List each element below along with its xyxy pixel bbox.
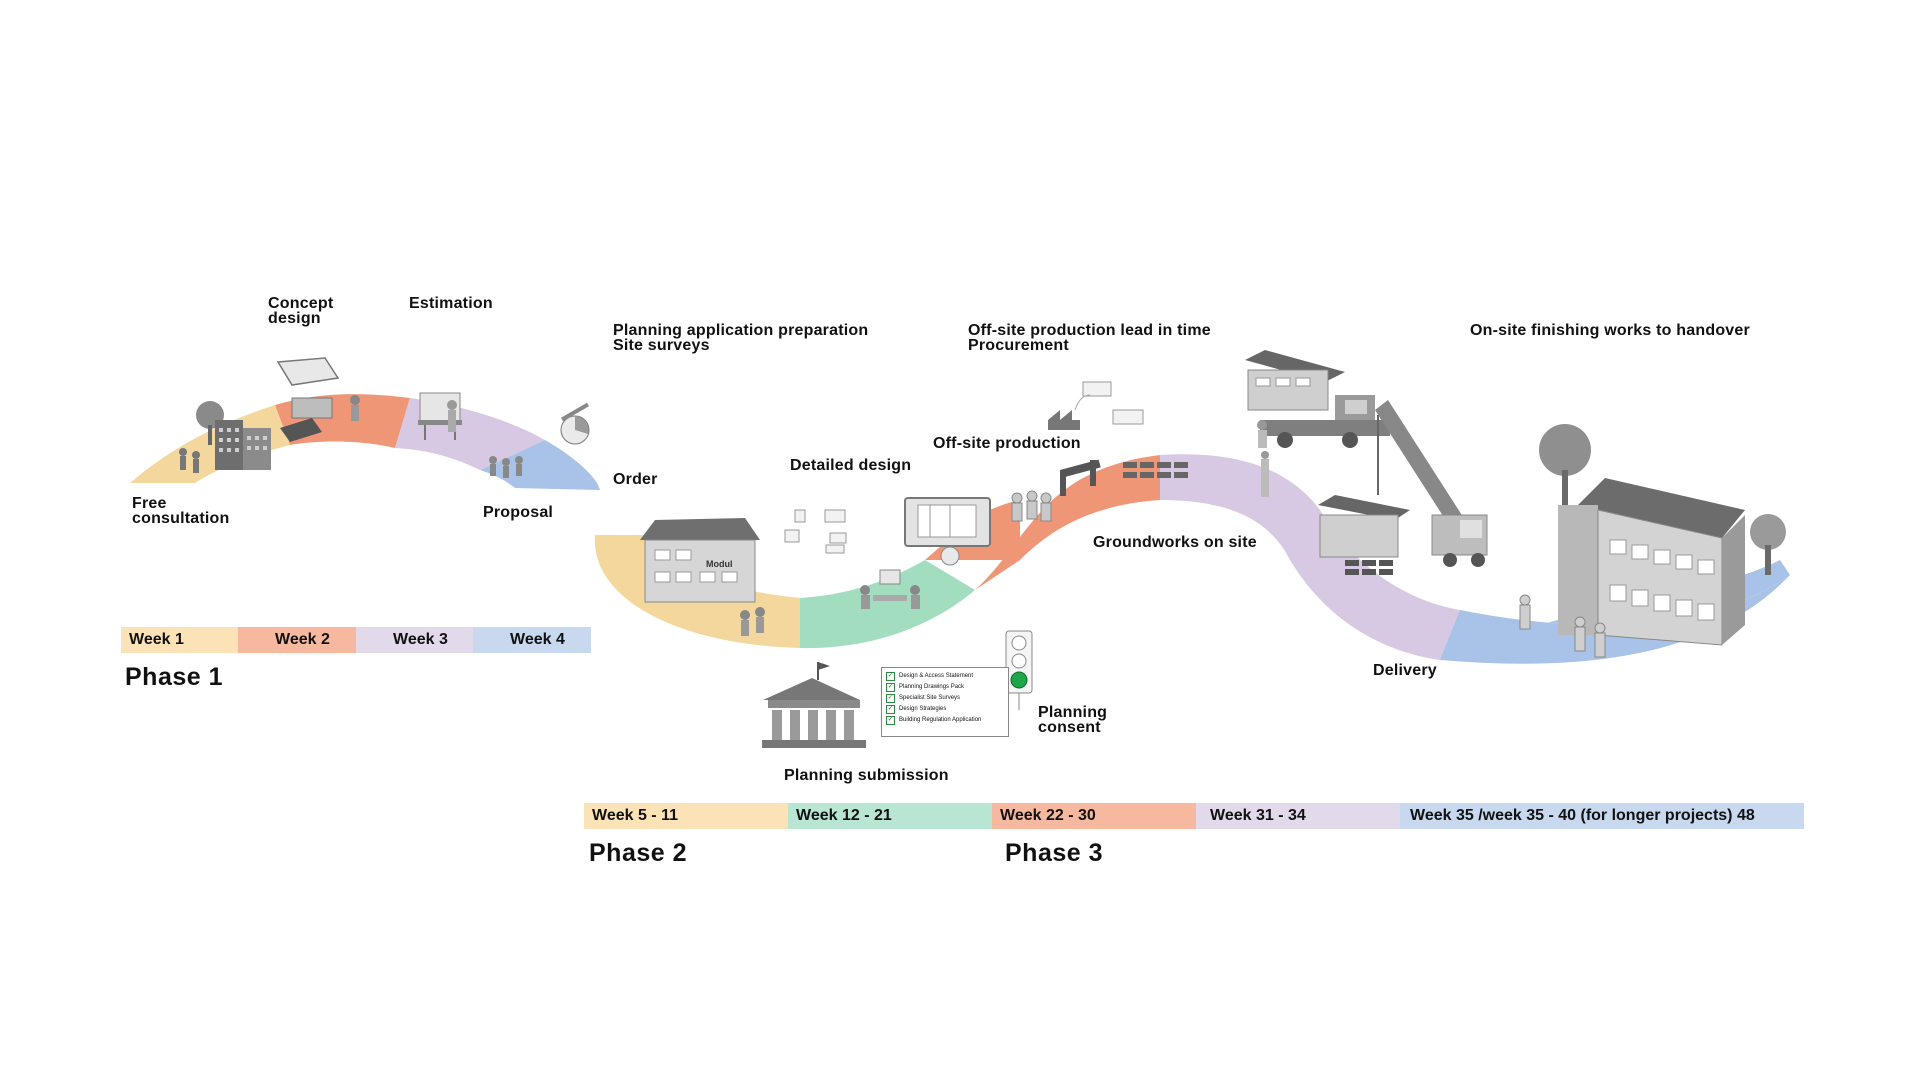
- planning-submission-label: Planning submission: [784, 767, 949, 784]
- week-cell: Week 12 - 21: [788, 803, 992, 829]
- order-label: Order: [613, 471, 658, 488]
- checklist-icon: ✓Design & Access Statement ✓Planning Dra…: [881, 667, 1009, 737]
- phase3-title: Phase 3: [1005, 839, 1104, 867]
- town-hall-icon: [762, 662, 866, 748]
- phase1-week-bar: Week 1 Week 2 Week 3 Week 4: [121, 627, 591, 653]
- tree-icon: [1539, 424, 1786, 575]
- offsite-production-label: Off-site production: [933, 435, 1081, 452]
- week-cell: Week 3: [356, 627, 473, 653]
- planning-prep-label: Planning application preparation Site su…: [613, 322, 869, 354]
- drawing-board-icon: [276, 357, 360, 442]
- week-cell: Week 31 - 34: [1196, 803, 1400, 829]
- building-icon: [215, 420, 271, 470]
- checklist-item: ✓Building Regulation Application: [886, 716, 982, 725]
- people-icon: [179, 448, 200, 473]
- house-sign: Modul: [706, 559, 733, 569]
- week-cell: Week 35 /week 35 - 40 (for longer projec…: [1400, 803, 1804, 829]
- estimation-label: Estimation: [409, 295, 493, 312]
- house-icon: [1558, 478, 1745, 646]
- week-cell: Week 4: [473, 627, 591, 653]
- week-cell: Week 2: [238, 627, 356, 653]
- concept-design-label: Concept design: [268, 295, 334, 327]
- people-icon: [1011, 490, 1052, 522]
- people-icon: [489, 456, 523, 478]
- phase2-title: Phase 2: [589, 839, 688, 867]
- week-cell: Week 1: [121, 627, 238, 653]
- traffic-light-icon: [1005, 630, 1033, 710]
- crane-icon: [1375, 400, 1488, 567]
- people-icon: [1261, 451, 1269, 497]
- detailed-design-label: Detailed design: [790, 457, 912, 474]
- checklist-item: ✓Design Strategies: [886, 705, 947, 714]
- blueprint-icon: [904, 497, 991, 566]
- proposal-label: Proposal: [483, 504, 554, 521]
- checklist-item: ✓Design & Access Statement: [886, 672, 974, 681]
- people-icon: [1519, 594, 1606, 658]
- estimation-icon: [418, 392, 462, 440]
- factory-icon: [1048, 381, 1144, 430]
- people-icon: [1257, 420, 1267, 448]
- chart-icon: [560, 402, 590, 445]
- module-icon: [1123, 462, 1188, 478]
- checklist-item: ✓Planning Drawings Pack: [886, 683, 965, 692]
- people-icon: [860, 569, 920, 609]
- week-cell: Week 22 - 30: [992, 803, 1196, 829]
- week-cell: Week 5 - 11: [584, 803, 788, 829]
- onsite-finishing-label: On-site finishing works to handover: [1470, 322, 1750, 339]
- crane-small-icon: [1060, 459, 1101, 496]
- phase23-week-bar: Week 5 - 11 Week 12 - 21 Week 22 - 30 We…: [584, 803, 1804, 829]
- truck-icon: [1245, 350, 1390, 448]
- checklist-item: ✓Specialist Site Surveys: [886, 694, 961, 703]
- free-consultation-label: Free consultation: [132, 495, 230, 527]
- groundworks-label: Groundworks on site: [1093, 534, 1257, 551]
- house-icon: [640, 518, 765, 636]
- detailed-design-icons: [784, 509, 847, 554]
- delivery-label: Delivery: [1373, 662, 1437, 679]
- phase1-title: Phase 1: [125, 663, 224, 691]
- planning-consent-label: Planning consent: [1038, 704, 1108, 736]
- offsite-lead-label: Off-site production lead in time Procure…: [968, 322, 1211, 354]
- module-icon: [1318, 495, 1410, 575]
